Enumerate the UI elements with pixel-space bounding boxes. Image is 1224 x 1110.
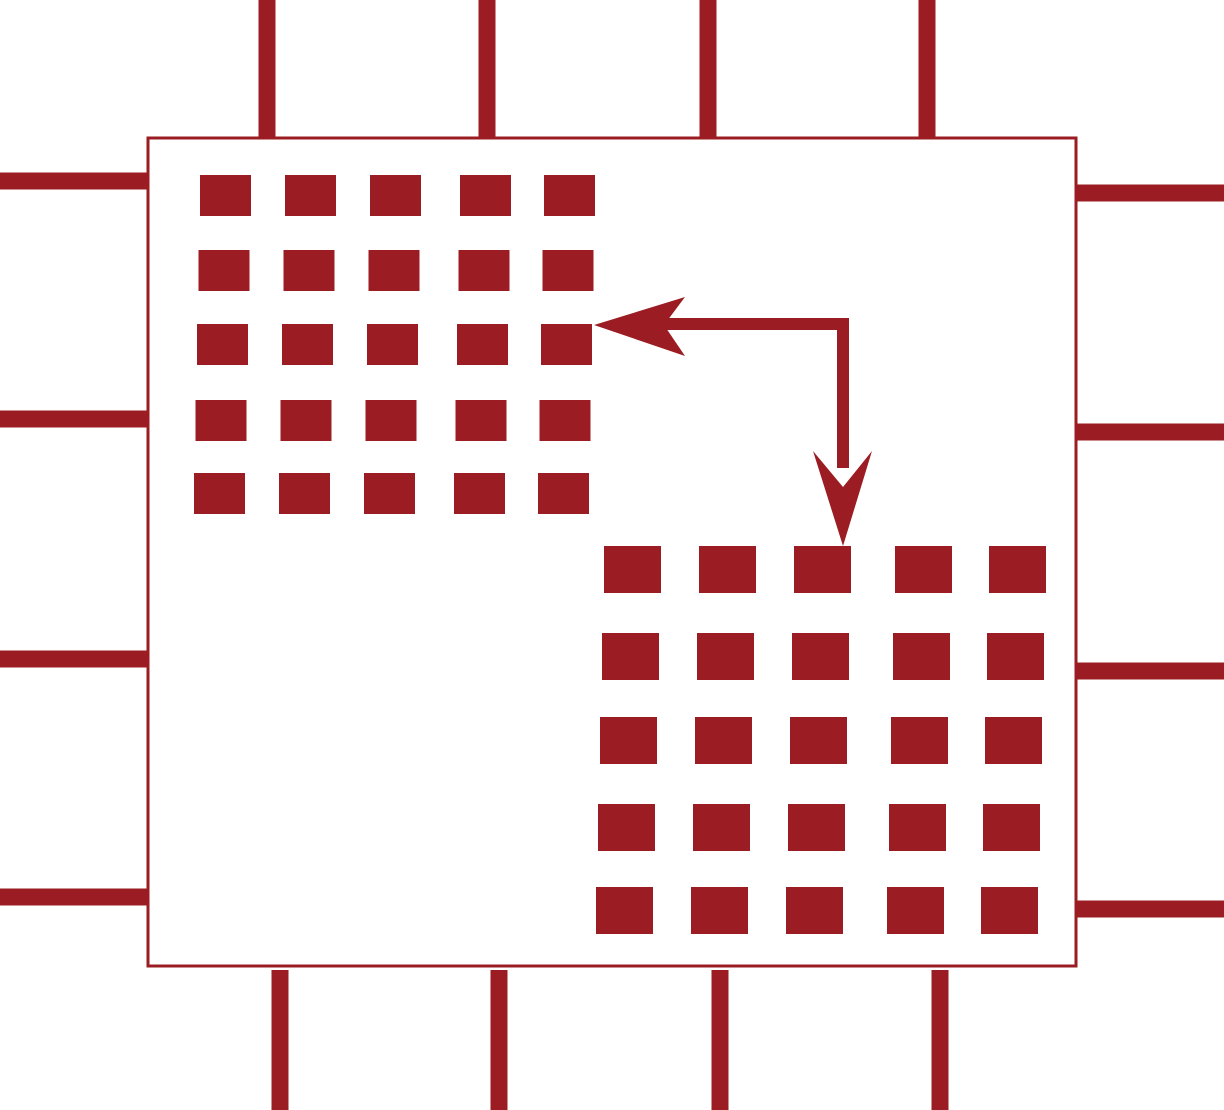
cell-block [596,887,653,934]
cell-block [200,175,251,216]
cell-block [693,804,750,851]
cell-block [198,250,250,291]
cell-block [981,887,1038,934]
cell-block [455,400,507,441]
cell-block [891,717,948,764]
cell-block [598,804,655,851]
cell-block [889,804,946,851]
cell-block [194,473,245,514]
cell-block [282,324,333,365]
cell-block [279,473,330,514]
upper-left-cell-grid [194,175,595,514]
cell-block [786,887,843,934]
cell-block [283,250,335,291]
connector-line [648,318,849,468]
cell-block [365,400,417,441]
cell-block [538,473,589,514]
cell-block [541,324,592,365]
left-arrowhead-icon [594,297,685,356]
cell-block [542,250,594,291]
cell-block [790,717,847,764]
cell-block [285,175,336,216]
cell-block [197,324,248,365]
cell-block [794,546,851,593]
cell-block [604,546,661,593]
cell-block [364,473,415,514]
cell-block [458,250,510,291]
elbow-double-arrow-icon [594,297,872,546]
cell-block [368,250,420,291]
cell-block [370,175,421,216]
cell-block [691,887,748,934]
cell-block [695,717,752,764]
cell-block [600,717,657,764]
cell-block [460,175,511,216]
cell-block [544,175,595,216]
cell-block [602,633,659,680]
cell-block [367,324,418,365]
cell-block [539,400,591,441]
cell-block [454,473,505,514]
lower-right-cell-grid [596,546,1046,934]
cell-block [792,633,849,680]
cell-block [987,633,1044,680]
cell-block [985,717,1042,764]
cell-block [989,546,1046,593]
cell-block [195,400,247,441]
cell-block [895,546,952,593]
cell-block [887,887,944,934]
cell-block [699,546,756,593]
cell-block [697,633,754,680]
cell-block [983,804,1040,851]
cell-block [280,400,332,441]
cell-block [893,633,950,680]
cell-block [788,804,845,851]
cell-block [457,324,508,365]
down-arrowhead-icon [813,451,872,546]
